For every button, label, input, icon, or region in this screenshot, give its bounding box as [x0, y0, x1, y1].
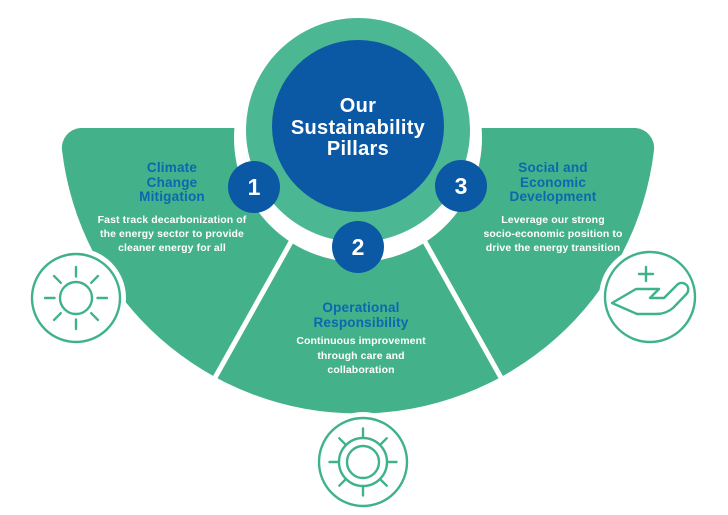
sun-icon-halo — [26, 248, 126, 348]
pillar-number-badge-2 — [332, 221, 384, 273]
pillar-title-social-economic-development: Social and Economic Development — [509, 160, 597, 204]
sun-rays — [43, 265, 109, 331]
pillar-title-climate-change-mitigation: Climate Change Mitigation — [139, 160, 205, 204]
pillar-number-1: 1 — [247, 174, 261, 200]
sector-divider-left — [204, 222, 304, 394]
hand-glyph — [610, 281, 690, 316]
hand-plus-icon — [603, 250, 697, 344]
center-circle — [272, 40, 444, 212]
sector-divider-right — [412, 222, 512, 394]
wheel-icon — [317, 416, 409, 508]
sun-icon — [30, 252, 122, 344]
plus-glyph — [637, 265, 655, 283]
center-title: Our Sustainability Pillars — [290, 95, 426, 160]
pillar-number-2: 2 — [351, 234, 365, 260]
pillar-description-climate-change-mitigation: Fast track decarbonization of the energy… — [97, 214, 247, 254]
pillar-number-3: 3 — [454, 173, 468, 199]
wheel-ticks — [328, 427, 398, 497]
pillar-number-badge-1 — [228, 161, 280, 213]
pillar-title-operational-responsibility: Operational Responsibility — [313, 300, 409, 330]
pillar-number-badge-3 — [435, 160, 487, 212]
pillar-description-social-economic-development: Leverage our strong socio-economic posit… — [483, 214, 623, 254]
pillar-description-operational-responsibility: Continuous improvement through care and … — [296, 335, 426, 376]
wheel-icon-halo — [313, 412, 413, 512]
